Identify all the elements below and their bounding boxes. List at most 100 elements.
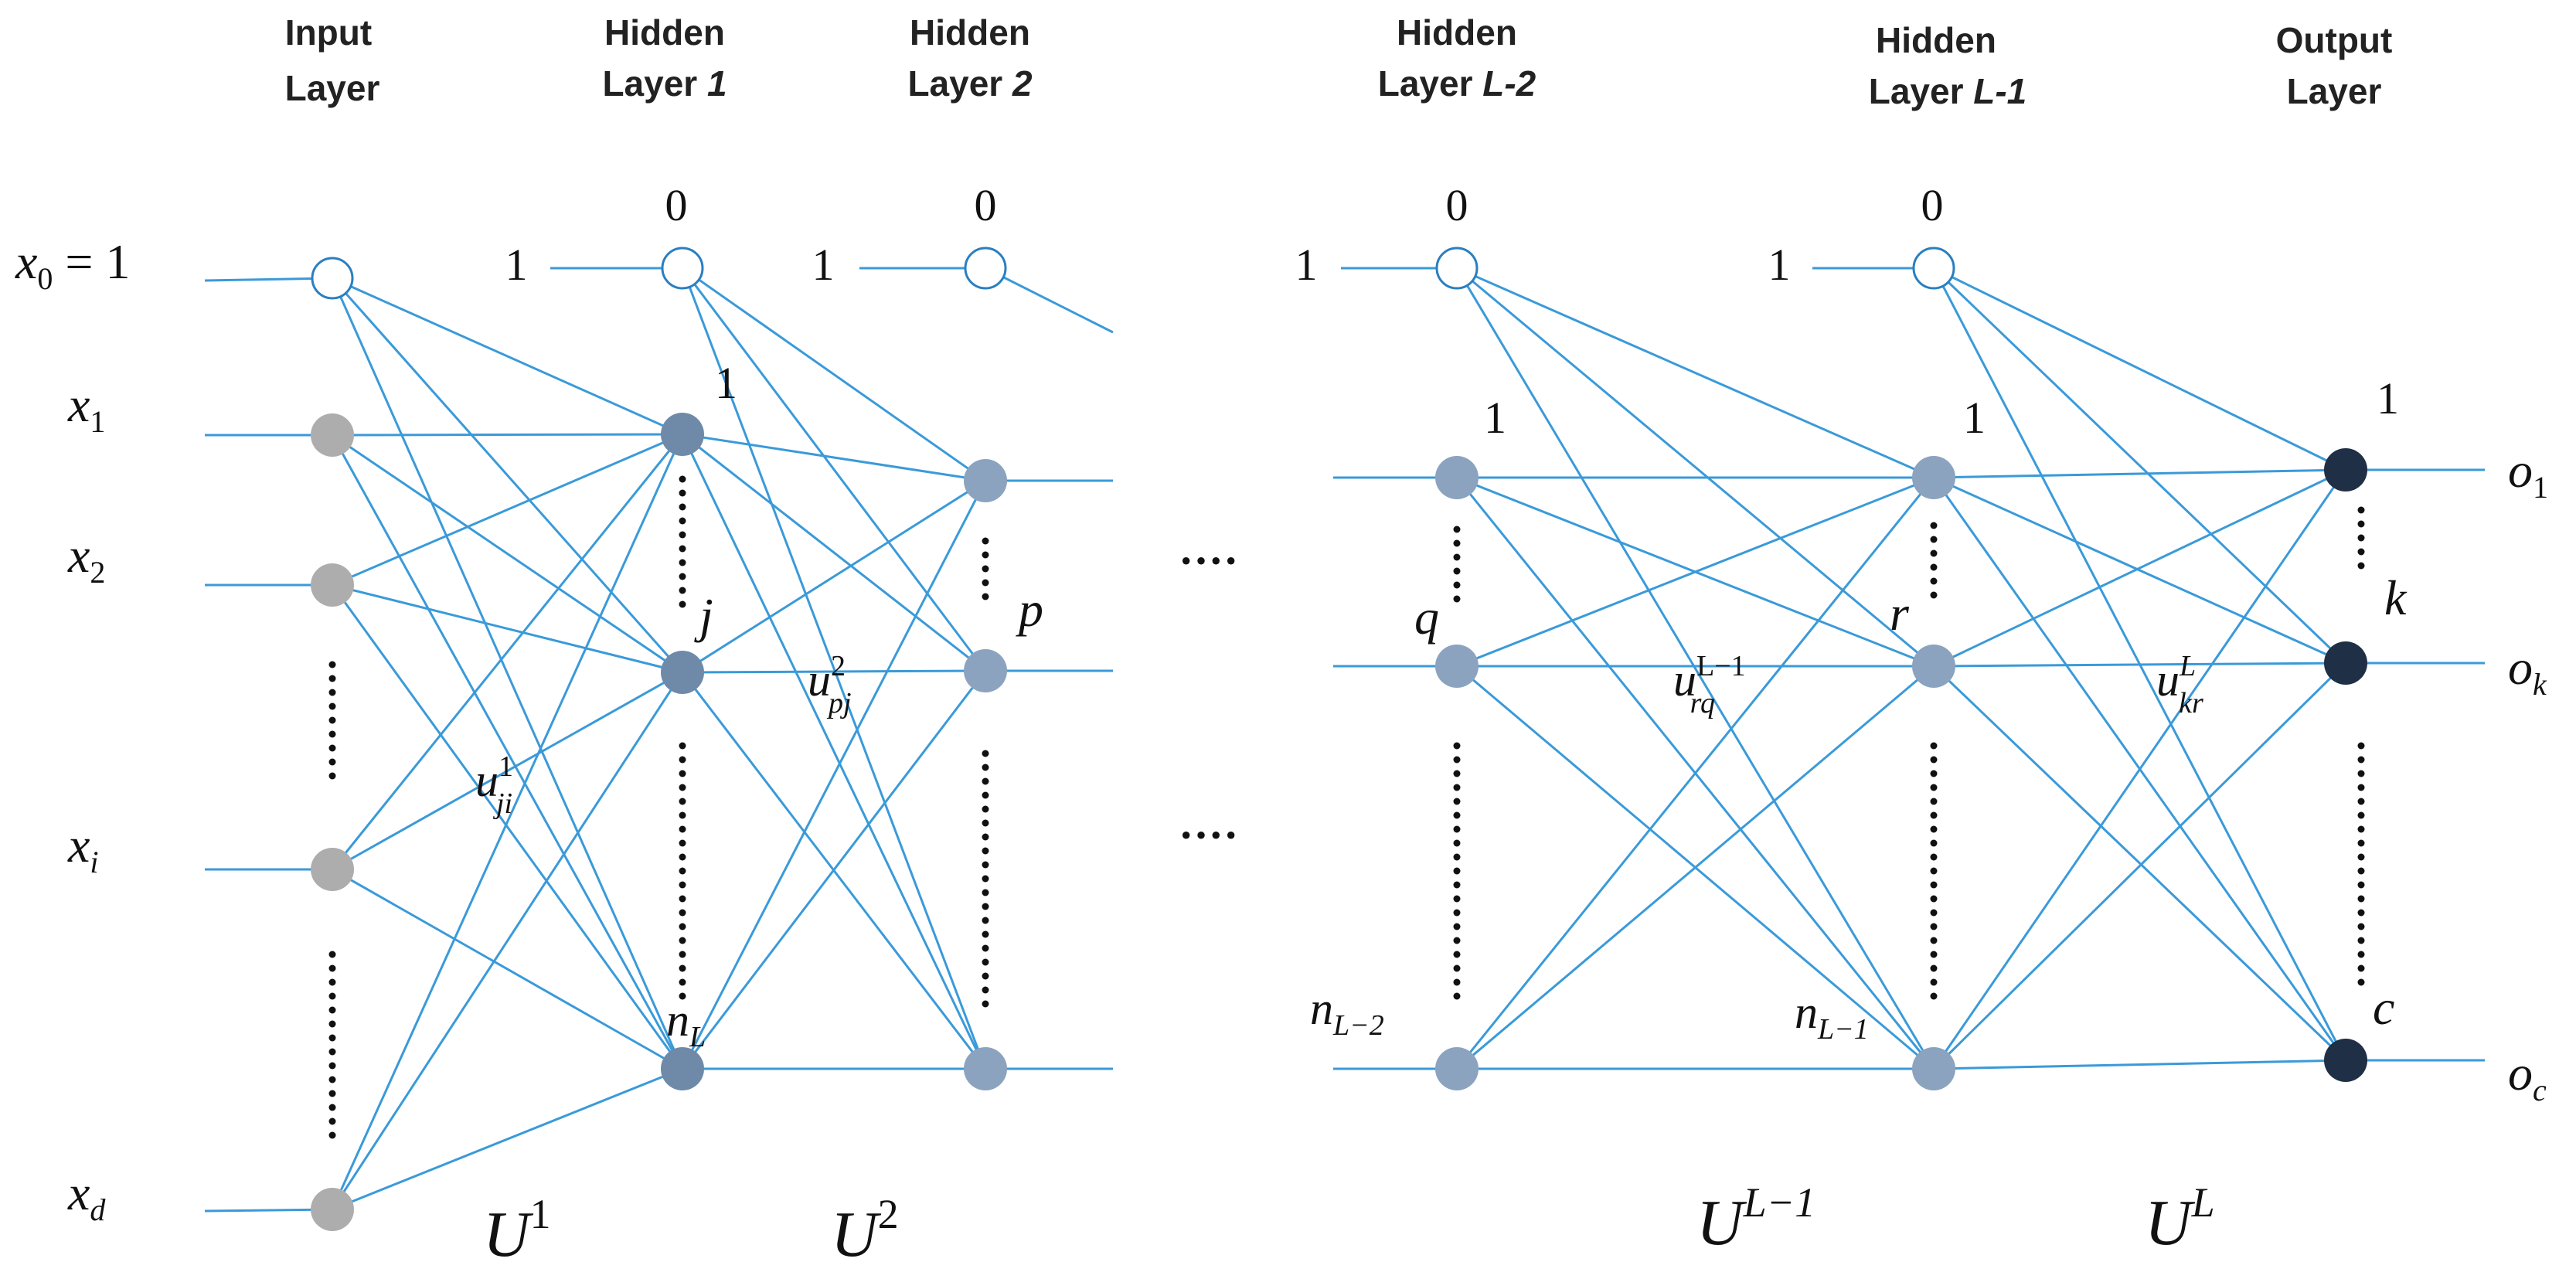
output-label-ok: ok [2508,640,2547,702]
ellipsis-dot [1453,978,1461,986]
ellipsis-dot [679,909,686,917]
weight-edge-u2 [681,267,987,672]
ellipsis-dot [2357,548,2365,556]
ellipsis-dot [328,772,336,780]
weight-edge-uL-1 [1456,665,1935,1070]
ellipsis-dot [679,937,686,944]
weight-edge-u1 [331,434,684,1070]
horizontal-ellipses: ···· ···· [1179,536,1238,860]
ellipsis-dot [328,1104,336,1111]
ellipsis-dot [679,573,686,580]
weight-edge-u1 [332,433,683,587]
ellipsis-dot [982,889,989,896]
input-layer-header-line1: Input [285,12,372,53]
ellipsis-dot [328,1006,336,1014]
ellipsis-dot [328,661,336,668]
ellipsis-dot [1930,867,1938,875]
ellipsis-dot [2357,742,2365,750]
ellipsis-dot [1453,567,1461,575]
hiddenL1-node [1912,247,1955,290]
matrix-label-U2: U2 [831,1191,899,1270]
ellipsis-dot [1930,756,1938,764]
hiddenL2-node [1435,456,1479,499]
ellipsis-dot [328,758,336,766]
output-dots-lower [2357,742,2365,986]
weight-edge-uL [1933,267,2346,471]
layer-headers: Input Layer Hidden Layer 1 Hidden Layer … [285,12,2393,111]
hidden2-dots-lower [982,750,989,1008]
hiddenL1-node [1912,645,1955,688]
ellipsis-dot [328,964,336,972]
output-node [2324,1039,2367,1082]
ellipsis-dot [1930,853,1938,861]
ellipsis-dot [2357,798,2365,805]
weight-edge-u2 [682,669,986,674]
ellipsis-dot [328,702,336,710]
ellipsis-dot [1453,756,1461,764]
ellipsis-dot [982,579,989,587]
ellipsis-dot [2357,937,2365,944]
ellipsis-dot [1930,563,1938,571]
hidden1-node [661,413,704,456]
ellipsis-dot [982,551,989,559]
ellipsis-dot [1930,784,1938,791]
weight-edge-u2 [682,433,986,672]
ellipsis-dot [2357,895,2365,903]
ellipsis-dot [679,545,686,553]
ellipsis-dot [679,992,686,1000]
ellipsis-dot [982,944,989,952]
hL2-mid-label: q [1414,590,1439,645]
ellipsis-dot [2357,853,2365,861]
ellipsis-dot [1453,553,1461,561]
hidden1-dots-lower [679,742,686,1000]
weight-edge-uL-1 [1455,267,1935,1070]
ellipsis-dot [328,1117,336,1125]
ellipsis-dot [982,903,989,910]
ellipsis-dot [2357,520,2365,528]
ellipsis-dot [1930,909,1938,917]
ellipsis-dot [679,475,686,483]
ellipsis-dot [1930,992,1938,1000]
ellipsis-dot [679,489,686,497]
ellipsis-dot [1453,923,1461,930]
weight-edge-u1 [331,277,684,673]
hidden1-header-line1: Hidden [604,12,725,53]
ellipsis-dot [1453,881,1461,889]
ellipsis-dot [2357,964,2365,972]
input-node [311,413,354,457]
matrix-label-U1: U1 [483,1191,551,1270]
ellipsis-dot [328,689,336,696]
ellipsis-dot [1453,526,1461,533]
out-top-label: 1 [2377,373,2399,423]
weight-edge-u1 [331,277,684,1070]
hiddenL2-dots-lower [1453,742,1461,1000]
weight-edge-u1 [332,277,683,436]
ellipsis-dot [679,756,686,764]
input-dots-upper [328,661,336,780]
ellipsis-dot [2357,839,2365,847]
weight-edge-uL [1933,476,2346,665]
ellipsis-dot [1453,909,1461,917]
ellipsis-dot [679,853,686,861]
ellipsis-dot [679,770,686,777]
hiddenL1-dots-lower [1930,742,1938,1000]
bias-input-h2: 1 [812,240,835,290]
weight-edge-uL [1932,665,2347,1062]
input-node [311,1188,354,1231]
ellipsis-dot [982,875,989,883]
hiddenL2-header-line1: Hidden [1397,12,1517,53]
bias-index-hL2: 0 [1446,180,1468,230]
weight-edge-u2 [682,267,986,482]
ellipsis-dot [982,958,989,966]
ellipsis-dot [982,791,989,799]
ellipsis-dot [2357,881,2365,889]
ellipsis-dot [2357,909,2365,917]
node-index-labels: 1 j nL p 1 q nL−2 1 r nL−1 1 k c [666,358,2408,1053]
ellipsis-dot [1453,867,1461,875]
weight-edge-u1 [332,583,683,674]
bias-index-h1: 0 [665,180,688,230]
hL2-bottom-label: nL−2 [1310,983,1384,1042]
ellipsis-dot [982,764,989,771]
ellipsis-dot [2357,825,2365,833]
ellipsis-dot [982,565,989,573]
